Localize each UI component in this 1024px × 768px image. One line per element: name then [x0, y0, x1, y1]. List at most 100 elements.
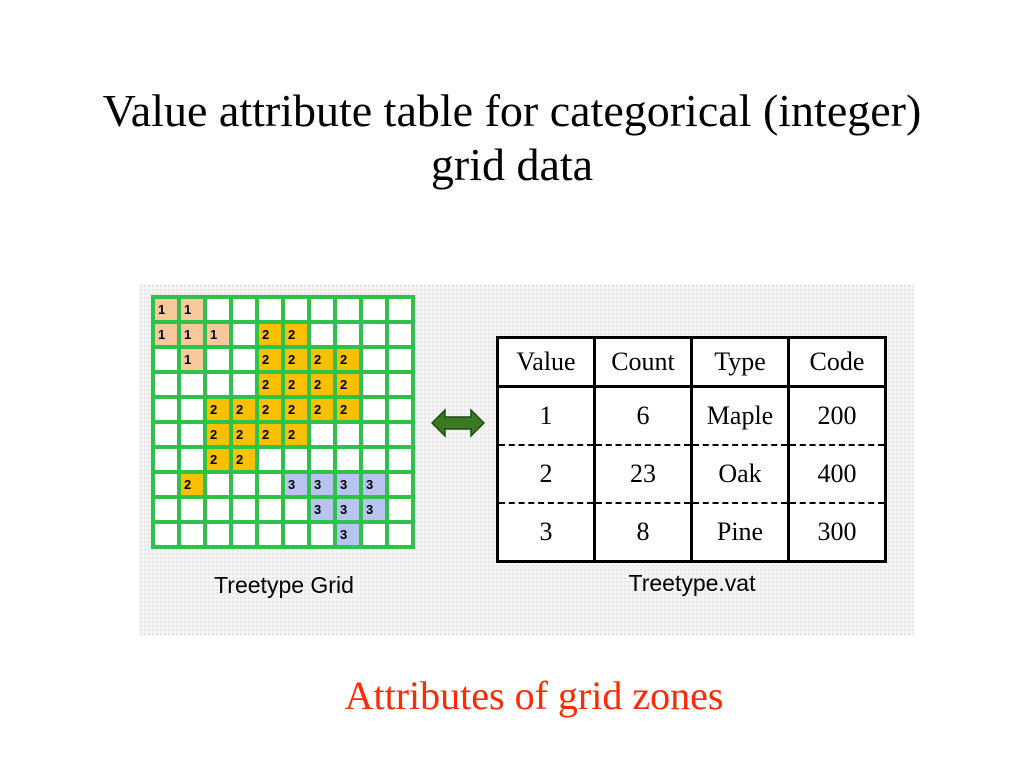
table-cell: 2 [496, 445, 596, 504]
grid-cell [389, 299, 411, 320]
grid-cell: 1 [181, 349, 203, 370]
grid-cell [233, 324, 255, 345]
grid-cell: 2 [285, 374, 307, 395]
grid-cell [259, 449, 281, 470]
table-cell: 300 [787, 503, 887, 562]
grid-cell [337, 324, 359, 345]
grid-cell [389, 524, 411, 545]
grid-cell [285, 299, 307, 320]
grid-cell: 1 [155, 299, 177, 320]
table-row: 1 6 Maple 200 [496, 386, 887, 446]
value-attribute-table: Value Count Type Code 1 6 Maple 200 2 23… [496, 336, 887, 563]
grid-cell [285, 449, 307, 470]
double-arrow-icon [431, 408, 485, 438]
grid-cell [389, 349, 411, 370]
column-header: Code [787, 337, 887, 388]
grid-cell: 1 [155, 324, 177, 345]
table-cell: 8 [593, 503, 693, 562]
grid-cell [181, 374, 203, 395]
grid-cell: 2 [285, 349, 307, 370]
grid-cell [181, 499, 203, 520]
grid-cell [233, 349, 255, 370]
grid-cell [207, 524, 229, 545]
table-cell: 6 [593, 386, 693, 446]
grid-cell [389, 474, 411, 495]
grid-cell: 2 [337, 349, 359, 370]
grid-cell [207, 299, 229, 320]
grid-cell [233, 299, 255, 320]
grid-cell: 2 [259, 324, 281, 345]
grid-cell: 2 [207, 424, 229, 445]
grid-cell [181, 424, 203, 445]
grid-cell: 3 [363, 474, 385, 495]
grid-cell [259, 299, 281, 320]
grid-cell: 2 [259, 399, 281, 420]
grid-cell [207, 374, 229, 395]
grid-cell [363, 349, 385, 370]
grid-cell: 2 [207, 449, 229, 470]
grid-cell: 2 [285, 399, 307, 420]
table-cell: Maple [690, 386, 790, 446]
table-cell: 400 [787, 445, 887, 504]
table-row: 2 23 Oak 400 [496, 445, 887, 504]
grid-cell: 3 [337, 499, 359, 520]
grid-cell [155, 524, 177, 545]
table-cell: Pine [690, 503, 790, 562]
table-cell: 3 [496, 503, 596, 562]
grid-cell [389, 399, 411, 420]
grid-cell [233, 374, 255, 395]
grid-cell [155, 474, 177, 495]
grid-cell [389, 499, 411, 520]
grid-cell [363, 399, 385, 420]
column-header: Count [593, 337, 693, 388]
grid-cell [181, 399, 203, 420]
slide-subtitle: Attributes of grid zones [344, 673, 724, 718]
grid-cell [337, 424, 359, 445]
grid-cell: 2 [233, 399, 255, 420]
grid-cell [363, 299, 385, 320]
grid-cell: 2 [285, 324, 307, 345]
grid-cell: 3 [363, 499, 385, 520]
table-cell: 200 [787, 386, 887, 446]
grid-cell: 2 [311, 399, 333, 420]
grid-cell [285, 499, 307, 520]
grid-cell [259, 524, 281, 545]
table-caption: Treetype.vat [628, 570, 756, 596]
grid-cell: 3 [337, 474, 359, 495]
grid-cell: 1 [181, 299, 203, 320]
grid-cell [311, 449, 333, 470]
grid-cell [363, 424, 385, 445]
grid-cell: 1 [181, 324, 203, 345]
grid-cell [337, 449, 359, 470]
grid-cell [155, 349, 177, 370]
grid-cell [155, 374, 177, 395]
grid-cell [181, 449, 203, 470]
grid-cell: 2 [233, 424, 255, 445]
grid-cell [389, 324, 411, 345]
grid-cell: 2 [259, 349, 281, 370]
grid-cell [155, 499, 177, 520]
grid-cell [389, 449, 411, 470]
grid-caption: Treetype Grid [214, 572, 354, 598]
grid-cell [389, 424, 411, 445]
grid-cell [207, 474, 229, 495]
grid-cell [181, 524, 203, 545]
grid-cell [363, 524, 385, 545]
grid-cell: 3 [311, 499, 333, 520]
grid-cell [311, 524, 333, 545]
grid-cell [155, 449, 177, 470]
grid-cell: 2 [259, 374, 281, 395]
grid-cell [155, 399, 177, 420]
grid-cell: 3 [311, 474, 333, 495]
grid-cell: 2 [311, 349, 333, 370]
slide-title: Value attribute table for categorical (i… [102, 85, 922, 190]
grid-cell: 2 [285, 424, 307, 445]
grid-cell [233, 524, 255, 545]
grid-cell [337, 299, 359, 320]
grid-cell [389, 374, 411, 395]
grid-cell: 2 [259, 424, 281, 445]
grid-cell [285, 524, 307, 545]
grid-cell: 2 [337, 374, 359, 395]
grid-cell [155, 424, 177, 445]
